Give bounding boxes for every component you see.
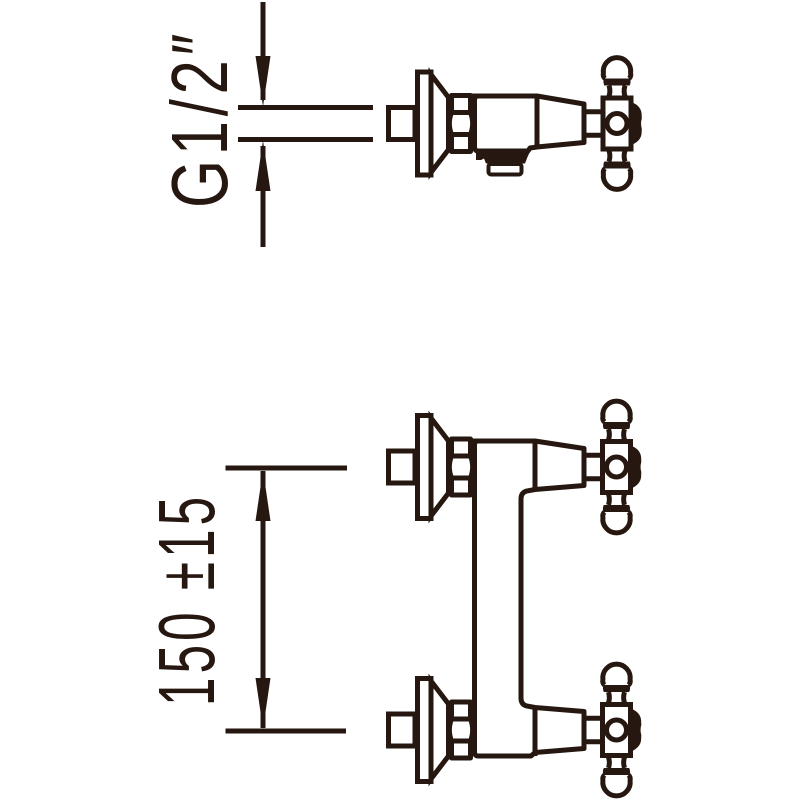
svg-text:G1/2″: G1/2″ — [155, 29, 245, 208]
svg-text:150 ±15: 150 ±15 — [143, 493, 232, 706]
